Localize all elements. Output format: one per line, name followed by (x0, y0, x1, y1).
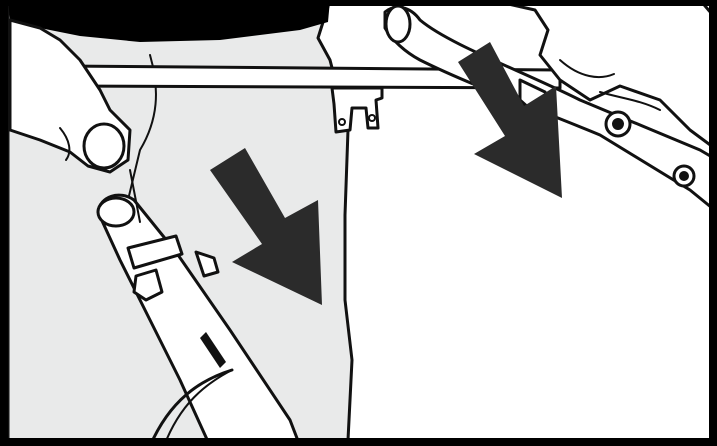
lower-tube-opening (98, 198, 134, 226)
tube-bolt-inner (612, 118, 624, 130)
tube-knob (134, 270, 162, 300)
bracket-hole (339, 119, 345, 125)
left-hand-fingertip (84, 124, 124, 168)
tube-bolt-inner (679, 171, 689, 181)
tube-end-cap (386, 6, 410, 42)
bracket-hole (369, 115, 375, 121)
